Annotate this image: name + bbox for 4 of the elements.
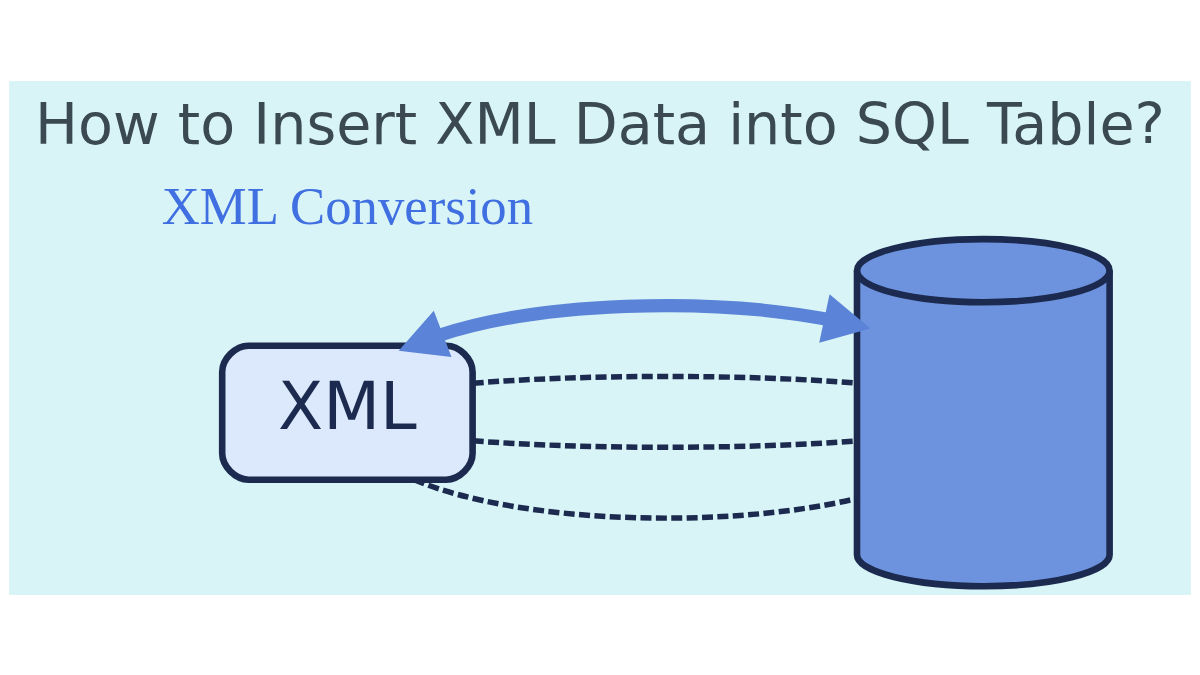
label: XML Conversion: [161, 176, 534, 235]
arrow: [398, 293, 871, 357]
node-box: XML: [218, 341, 476, 483]
diagram-title: How to Insert XML Data into SQL Table?: [35, 90, 1165, 157]
